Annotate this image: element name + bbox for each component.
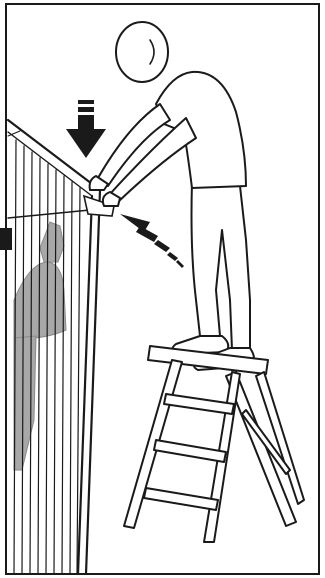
person-head bbox=[116, 22, 168, 82]
left-arrow-icon bbox=[0, 228, 12, 250]
